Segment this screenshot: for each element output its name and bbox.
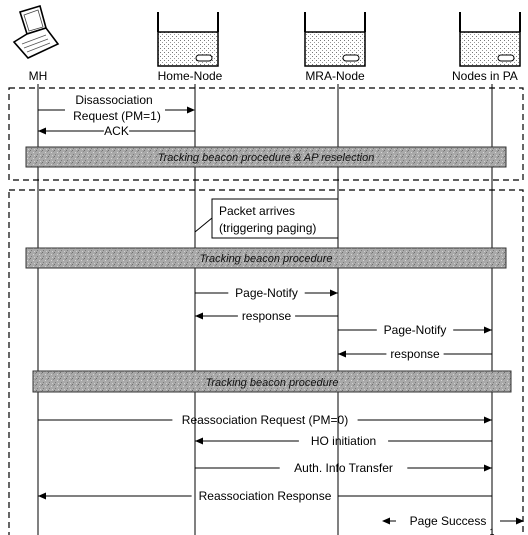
message-label: Reassociation Response (199, 489, 332, 503)
packet-arrives-note: Packet arrives (triggering paging) (194, 198, 339, 239)
paging-phase-box (8, 189, 524, 535)
message-label: Reassociation Request (PM=0) (182, 413, 348, 427)
procedure-bar: Tracking beacon procedure (32, 370, 512, 393)
message-label: response (242, 309, 292, 323)
disassociation-label-line-2: Request (PM=1) (73, 109, 161, 123)
message-label: ACK (104, 124, 129, 138)
procedure-label: Tracking beacon procedure & AP reselecti… (158, 152, 375, 164)
message-label: Page-Notify (235, 286, 298, 300)
page-number: 1 (489, 527, 494, 535)
access-point-icon (304, 12, 366, 67)
packet-arrives-line-2: (triggering paging) (219, 221, 316, 235)
entity-label-mh: MH (29, 69, 48, 83)
disassociation-label-line-1: Disassociation (75, 93, 152, 107)
entity-label-mra-node: MRA-Node (305, 69, 365, 83)
procedure-bar: Tracking beacon procedure (25, 247, 507, 269)
disassociation-phase-box (8, 87, 524, 181)
message-label: HO initiation (311, 434, 376, 448)
entity-label-home-node: Home-Node (158, 69, 223, 83)
procedure-label: Tracking beacon procedure (199, 253, 332, 265)
message-page-notify-2: Page-Notify (338, 323, 492, 337)
message-page-notify-1: Page-Notify (195, 286, 338, 300)
message-page-success: Page Success (382, 514, 524, 528)
message-label: response (390, 347, 440, 361)
procedure-bar: Tracking beacon procedure & AP reselecti… (25, 146, 507, 168)
procedure-label: Tracking beacon procedure (205, 377, 338, 389)
message-reassoc-request: Reassociation Request (PM=0) (38, 413, 492, 427)
laptop-icon (12, 4, 60, 59)
message-response-2: response (338, 347, 492, 361)
message-reassoc-response: Reassociation Response (38, 489, 492, 503)
message-label: Auth. Info Transfer (294, 461, 393, 475)
message-ho-initiation: HO initiation (195, 434, 492, 448)
entity-label-nodes-in-pa: Nodes in PA (452, 69, 518, 83)
messages: ACKPage-NotifyresponsePage-Notifyrespons… (38, 124, 524, 528)
packet-arrives-line-1: Packet arrives (219, 204, 295, 218)
message-ack: ACK (38, 124, 195, 138)
message-response-1: response (195, 309, 338, 323)
message-auth-transfer: Auth. Info Transfer (195, 461, 492, 475)
access-point-icon (157, 12, 219, 67)
message-disassociation-request: Disassociation Request (PM=1) (38, 93, 195, 123)
access-point-icon (459, 12, 521, 67)
message-label: Page-Notify (384, 323, 447, 337)
message-label: Page Success (410, 514, 487, 528)
